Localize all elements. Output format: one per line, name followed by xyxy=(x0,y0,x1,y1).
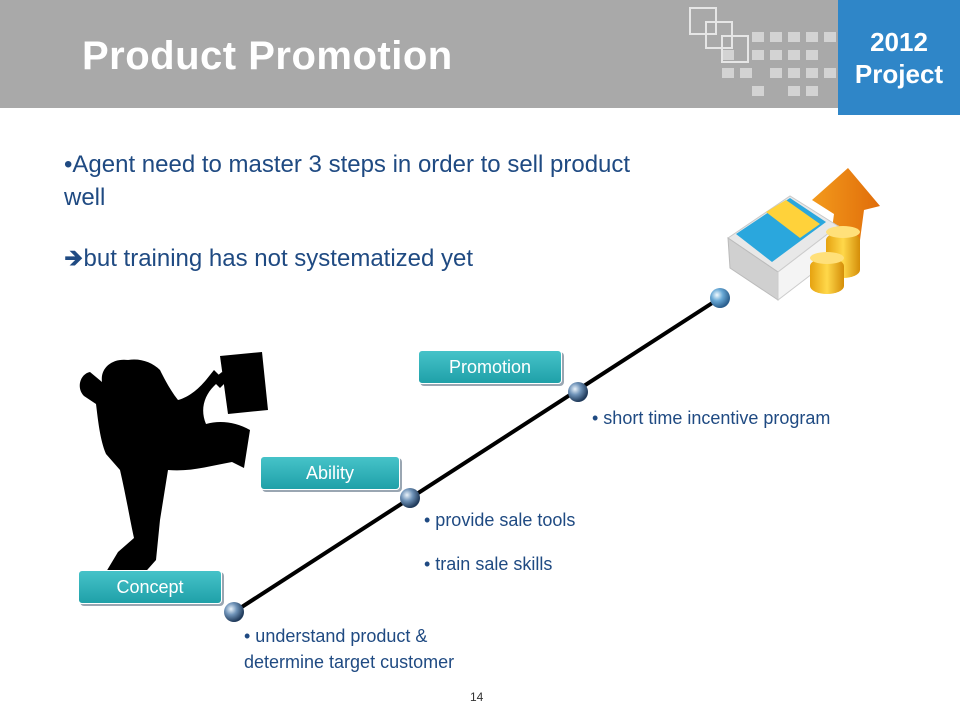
right-arrow-icon: 🡺 xyxy=(64,245,84,272)
node-ability xyxy=(400,488,420,508)
bullet-agent-steps: •Agent need to master 3 steps in order t… xyxy=(64,151,631,211)
bullet-training: 🡺but training has not systematized yet xyxy=(64,242,473,275)
page-title: Product Promotion xyxy=(82,34,453,78)
bullet-training-text: but training has not systematized yet xyxy=(83,245,474,272)
page-number: 14 xyxy=(470,690,484,704)
kicking-figure-silhouette-icon xyxy=(79,352,268,578)
header-bar xyxy=(0,0,840,108)
step-ability-label: Ability xyxy=(260,456,400,490)
money-stack-icon xyxy=(727,168,880,302)
node-concept xyxy=(224,602,244,622)
step-concept-label: Concept xyxy=(78,570,222,604)
promotion-detail-1: • short time incentive program xyxy=(592,408,831,428)
badge-label: Project xyxy=(854,59,944,89)
concept-detail-1: • understand product & xyxy=(244,626,428,646)
progress-line xyxy=(232,296,722,614)
growth-arrow-icon xyxy=(812,168,880,244)
node-goal xyxy=(710,288,730,308)
concept-detail-2: determine target customer xyxy=(244,652,455,672)
ability-detail-2: • train sale skills xyxy=(424,554,553,574)
step-promotion-label: Promotion xyxy=(418,350,562,384)
badge-year: 2012 xyxy=(870,27,928,57)
project-badge: 2012 Project xyxy=(838,0,960,115)
ability-detail-1: • provide sale tools xyxy=(424,510,576,530)
node-promotion xyxy=(568,382,588,402)
